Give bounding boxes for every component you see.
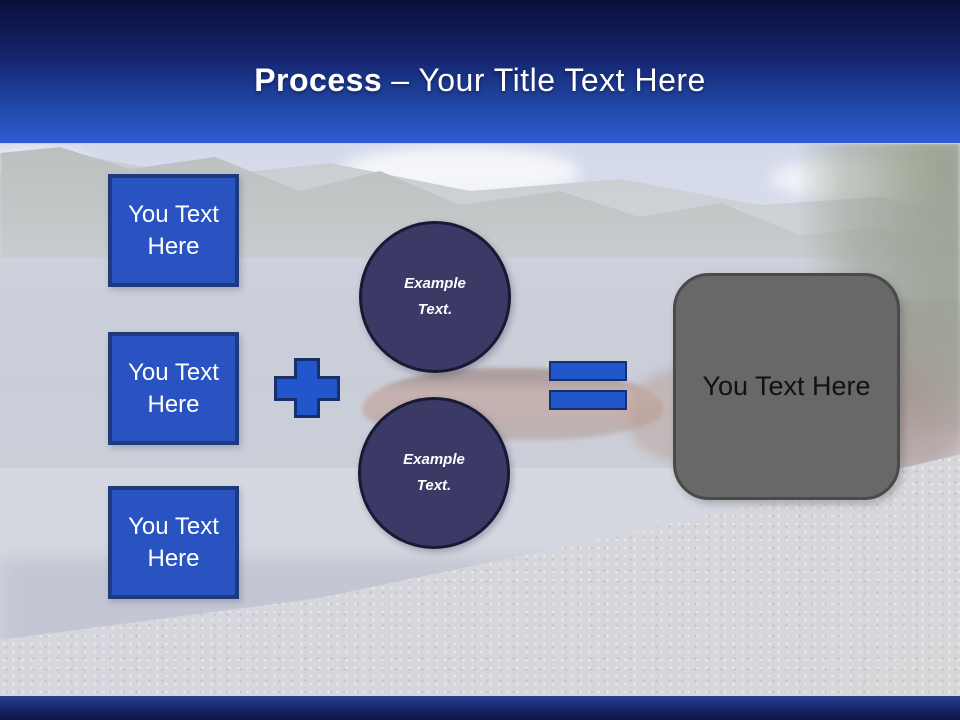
- plus-icon: [274, 358, 340, 418]
- text-placeholder-box-2[interactable]: You Text Here: [108, 332, 239, 445]
- text-placeholder-label: You Text Here: [128, 201, 219, 260]
- example-circle-label: Example Text.: [404, 274, 466, 318]
- equals-bar-bottom: [549, 390, 627, 410]
- result-box-label: You Text Here: [702, 371, 871, 401]
- slide-footer: [0, 696, 960, 720]
- text-placeholder-box-1[interactable]: You Text Here: [108, 174, 239, 287]
- text-placeholder-label: You Text Here: [128, 359, 219, 418]
- title-keyword: Process: [254, 62, 383, 98]
- example-circle-2[interactable]: Example Text.: [358, 397, 510, 549]
- example-circle-1[interactable]: Example Text.: [359, 221, 511, 373]
- title-subtext: – Your Title Text Here: [391, 62, 706, 98]
- slide-header: Process– Your Title Text Here: [0, 0, 960, 144]
- text-placeholder-box-3[interactable]: You Text Here: [108, 486, 239, 599]
- equals-icon: [549, 361, 627, 419]
- text-placeholder-label: You Text Here: [128, 513, 219, 572]
- example-circle-label: Example Text.: [403, 450, 465, 494]
- result-box[interactable]: You Text Here: [673, 273, 900, 500]
- equals-bar-top: [549, 361, 627, 381]
- page-title: Process– Your Title Text Here: [254, 44, 706, 99]
